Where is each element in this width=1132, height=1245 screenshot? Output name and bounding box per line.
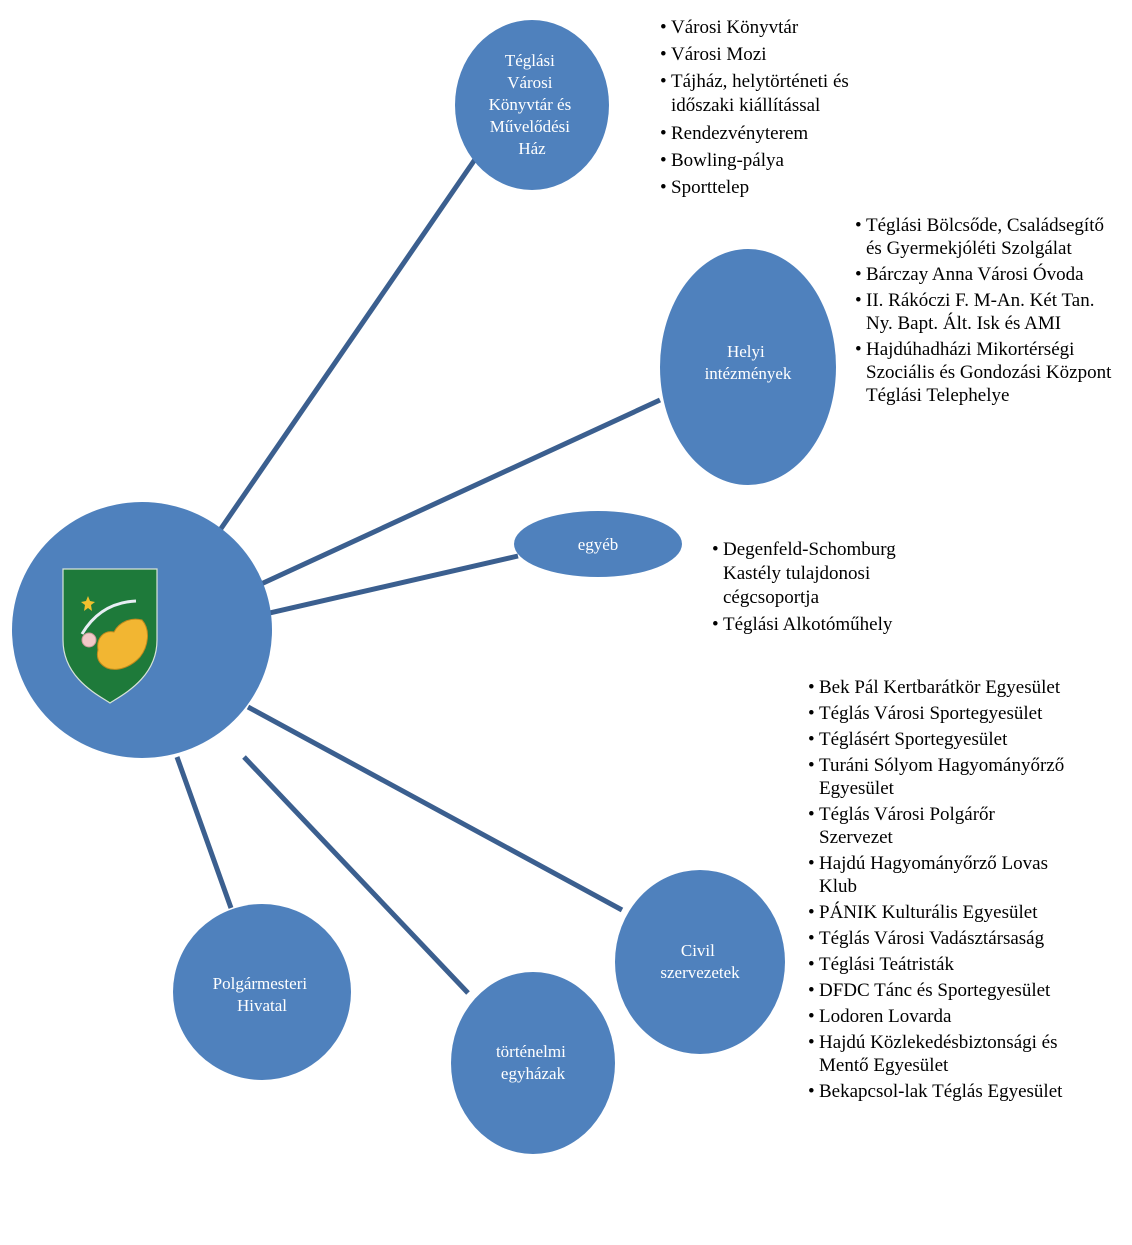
node-library[interactable] [455, 20, 609, 190]
connector-library [217, 153, 481, 532]
list-item: •Tájház, helytörténeti és időszaki kiáll… [660, 71, 849, 116]
list-item: •Városi Könyvtár [660, 17, 799, 38]
list-item: •PÁNIK Kulturális Egyesület [808, 902, 1038, 923]
other-list: •Degenfeld-Schomburg Kastély tulajdonosi… [712, 538, 942, 640]
node-local[interactable] [660, 249, 836, 485]
connectors [174, 153, 662, 995]
star-icon [81, 596, 95, 611]
list-item: •Turáni Sólyom Hagyományőrző Egyesület [808, 755, 1065, 799]
sabre-icon [80, 599, 137, 635]
list-item: •Degenfeld-Schomburg Kastély tulajdonosi… [712, 539, 896, 608]
coat-of-arms-icon [62, 568, 158, 704]
connector-local [246, 397, 662, 593]
civil-list: •Bek Pál Kertbarátkör Egyesület •Téglás … [808, 676, 1070, 1106]
list-item: •Sporttelep [660, 177, 750, 198]
list-item: •Téglási Bölcsőde, Családsegítő és Gyerm… [855, 215, 1104, 259]
list-item: •Téglás Városi Sportegyesület [808, 703, 1043, 724]
fist-icon [81, 632, 97, 648]
list-item: •Hajdú Közlekedésbiztonsági és Mentő Egy… [808, 1032, 1058, 1076]
list-item: •Téglási Alkotóműhely [712, 614, 893, 635]
connector-mayor [174, 756, 234, 909]
node-civil-label: Civil szervezetek [660, 941, 740, 982]
node-library-label: Téglási Városi Könyvtár és Művelődési Há… [489, 51, 576, 158]
list-item: •Bekapcsol-lak Téglás Egyesület [808, 1081, 1063, 1102]
node-churches[interactable] [451, 972, 615, 1154]
list-item: •DFDC Tánc és Sportegyesület [808, 980, 1051, 1001]
arm-icon [96, 618, 148, 670]
list-item: •Hajdúhadházi Mikortérségi Szociális és … [855, 339, 1112, 406]
list-item: •Téglás Városi Vadásztársaság [808, 928, 1045, 949]
node-mayor[interactable] [173, 904, 351, 1080]
list-item: •Bowling-pálya [660, 150, 784, 171]
connector-other [247, 553, 519, 621]
list-item: •Bek Pál Kertbarátkör Egyesület [808, 677, 1061, 698]
list-item: •Lodoren Lovarda [808, 1006, 952, 1027]
list-item: •Téglási Teátristák [808, 954, 954, 975]
node-churches-label: történelmi egyházak [496, 1042, 570, 1083]
node-other-label: egyéb [578, 535, 619, 554]
list-item: •Városi Mozi [660, 44, 767, 65]
list-item: •Hajdú Hagyományőrző Lovas Klub [808, 853, 1048, 897]
local-institutions-list: •Téglási Bölcsőde, Családsegítő és Gyerm… [855, 214, 1115, 410]
list-item: •Rendezvényterem [660, 123, 809, 144]
connector-churches [242, 755, 470, 995]
node-mayor-label: Polgármesteri Hivatal [213, 974, 312, 1015]
node-other[interactable] [514, 511, 682, 577]
node-local-label: Helyi intézmények [705, 342, 792, 383]
list-item: •Bárczay Anna Városi Óvoda [855, 264, 1084, 285]
connector-civil [246, 704, 624, 913]
library-list: •Városi Könyvtár •Városi Mozi •Tájház, h… [660, 16, 900, 203]
list-item: •II. Rákóczi F. M-An. Két Tan. Ny. Bapt.… [855, 290, 1095, 334]
list-item: •Téglás Városi Polgárőr Szervezet [808, 804, 995, 848]
node-civil[interactable] [615, 870, 785, 1054]
list-item: •Téglásért Sportegyesület [808, 729, 1008, 750]
